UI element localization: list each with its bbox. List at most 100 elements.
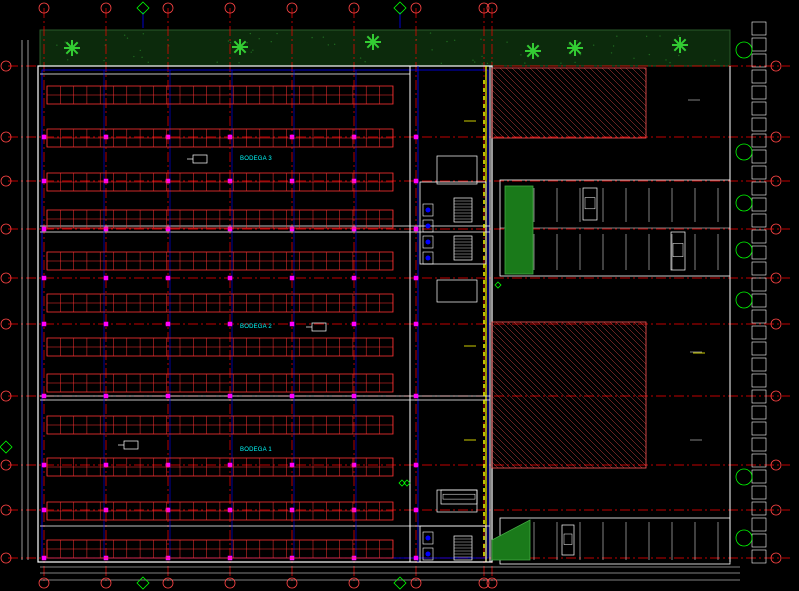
column — [42, 508, 46, 512]
column — [42, 179, 46, 183]
column — [228, 322, 232, 326]
facade-panel — [752, 438, 766, 451]
storage-racks — [47, 86, 393, 558]
column — [42, 227, 46, 231]
column — [104, 276, 108, 280]
room — [437, 280, 477, 302]
facade-panel — [752, 406, 766, 419]
planter — [505, 186, 533, 274]
hatched-area — [492, 68, 646, 138]
facade-panel — [752, 534, 766, 547]
service-core — [420, 80, 486, 562]
tree-icon — [232, 39, 248, 55]
facade-panel — [752, 278, 766, 291]
facade-panel — [752, 22, 766, 35]
column — [414, 463, 418, 467]
column — [414, 322, 418, 326]
structural-gridlines — [8, 8, 790, 582]
column — [414, 179, 418, 183]
grid-bubble-icon — [736, 144, 752, 160]
column — [414, 394, 418, 398]
column — [166, 276, 170, 280]
tree-icon — [525, 43, 541, 59]
column — [290, 276, 294, 280]
column — [290, 322, 294, 326]
column — [42, 394, 46, 398]
facade-panel — [752, 470, 766, 483]
forklift-icon — [118, 441, 138, 449]
room — [437, 490, 477, 512]
column — [42, 463, 46, 467]
grid-bubble-icon — [736, 469, 752, 485]
facade-panel — [752, 374, 766, 387]
column — [42, 322, 46, 326]
column — [290, 463, 294, 467]
column — [352, 276, 356, 280]
facade-panel — [752, 54, 766, 67]
column — [42, 276, 46, 280]
grid-bubbles — [0, 2, 781, 589]
facade-panel — [752, 310, 766, 323]
column — [104, 508, 108, 512]
column — [228, 135, 232, 139]
parking-bays-south — [500, 518, 730, 564]
column — [414, 556, 418, 560]
ramp-planter — [492, 520, 530, 560]
grid-bubble-icon — [736, 530, 752, 546]
column — [104, 322, 108, 326]
grid-bubble-icon — [736, 42, 752, 58]
facade-panel — [752, 214, 766, 227]
tree-icon — [365, 34, 381, 50]
column — [290, 508, 294, 512]
column — [352, 463, 356, 467]
column — [352, 135, 356, 139]
tree-icon — [567, 40, 583, 56]
forklift-icon — [187, 155, 207, 163]
tree-icon — [64, 40, 80, 56]
planting-strip — [40, 30, 730, 66]
zone-label-bodega-2: BODEGA 2 — [240, 324, 272, 330]
column — [228, 463, 232, 467]
car-icon — [441, 490, 477, 504]
grid-bubble-icon — [736, 242, 752, 258]
facade-panel — [752, 294, 766, 307]
room — [437, 156, 477, 184]
north-arrow-icon — [495, 282, 501, 288]
facade-panel — [752, 102, 766, 115]
column — [352, 179, 356, 183]
column — [228, 394, 232, 398]
facade-panel — [752, 230, 766, 243]
facade-panel — [752, 502, 766, 515]
facade-panel — [752, 342, 766, 355]
column — [352, 322, 356, 326]
column — [414, 276, 418, 280]
column — [290, 179, 294, 183]
landscape-strip — [40, 30, 730, 66]
facade-panel — [752, 358, 766, 371]
tree-icon — [672, 37, 688, 53]
facade-panel — [752, 486, 766, 499]
facade-panel — [752, 134, 766, 147]
facade-panel — [752, 390, 766, 403]
grid-bubble-icon — [0, 441, 12, 453]
grid-bubble-icon — [137, 577, 149, 589]
column — [42, 556, 46, 560]
column — [290, 394, 294, 398]
column — [290, 135, 294, 139]
column — [414, 227, 418, 231]
facade-panel — [752, 86, 766, 99]
inner-structure-line — [42, 70, 488, 558]
building-walls — [22, 40, 740, 580]
column — [166, 322, 170, 326]
facade-panel — [752, 38, 766, 51]
zone-label-bodega-3: BODEGA 3 — [240, 156, 272, 162]
facade-panel — [752, 246, 766, 259]
facade-panel — [752, 326, 766, 339]
facade-panel — [752, 182, 766, 195]
column — [42, 135, 46, 139]
facade-panel — [752, 422, 766, 435]
grid-bubble-icon — [736, 292, 752, 308]
facade-panel — [752, 262, 766, 275]
column — [352, 508, 356, 512]
